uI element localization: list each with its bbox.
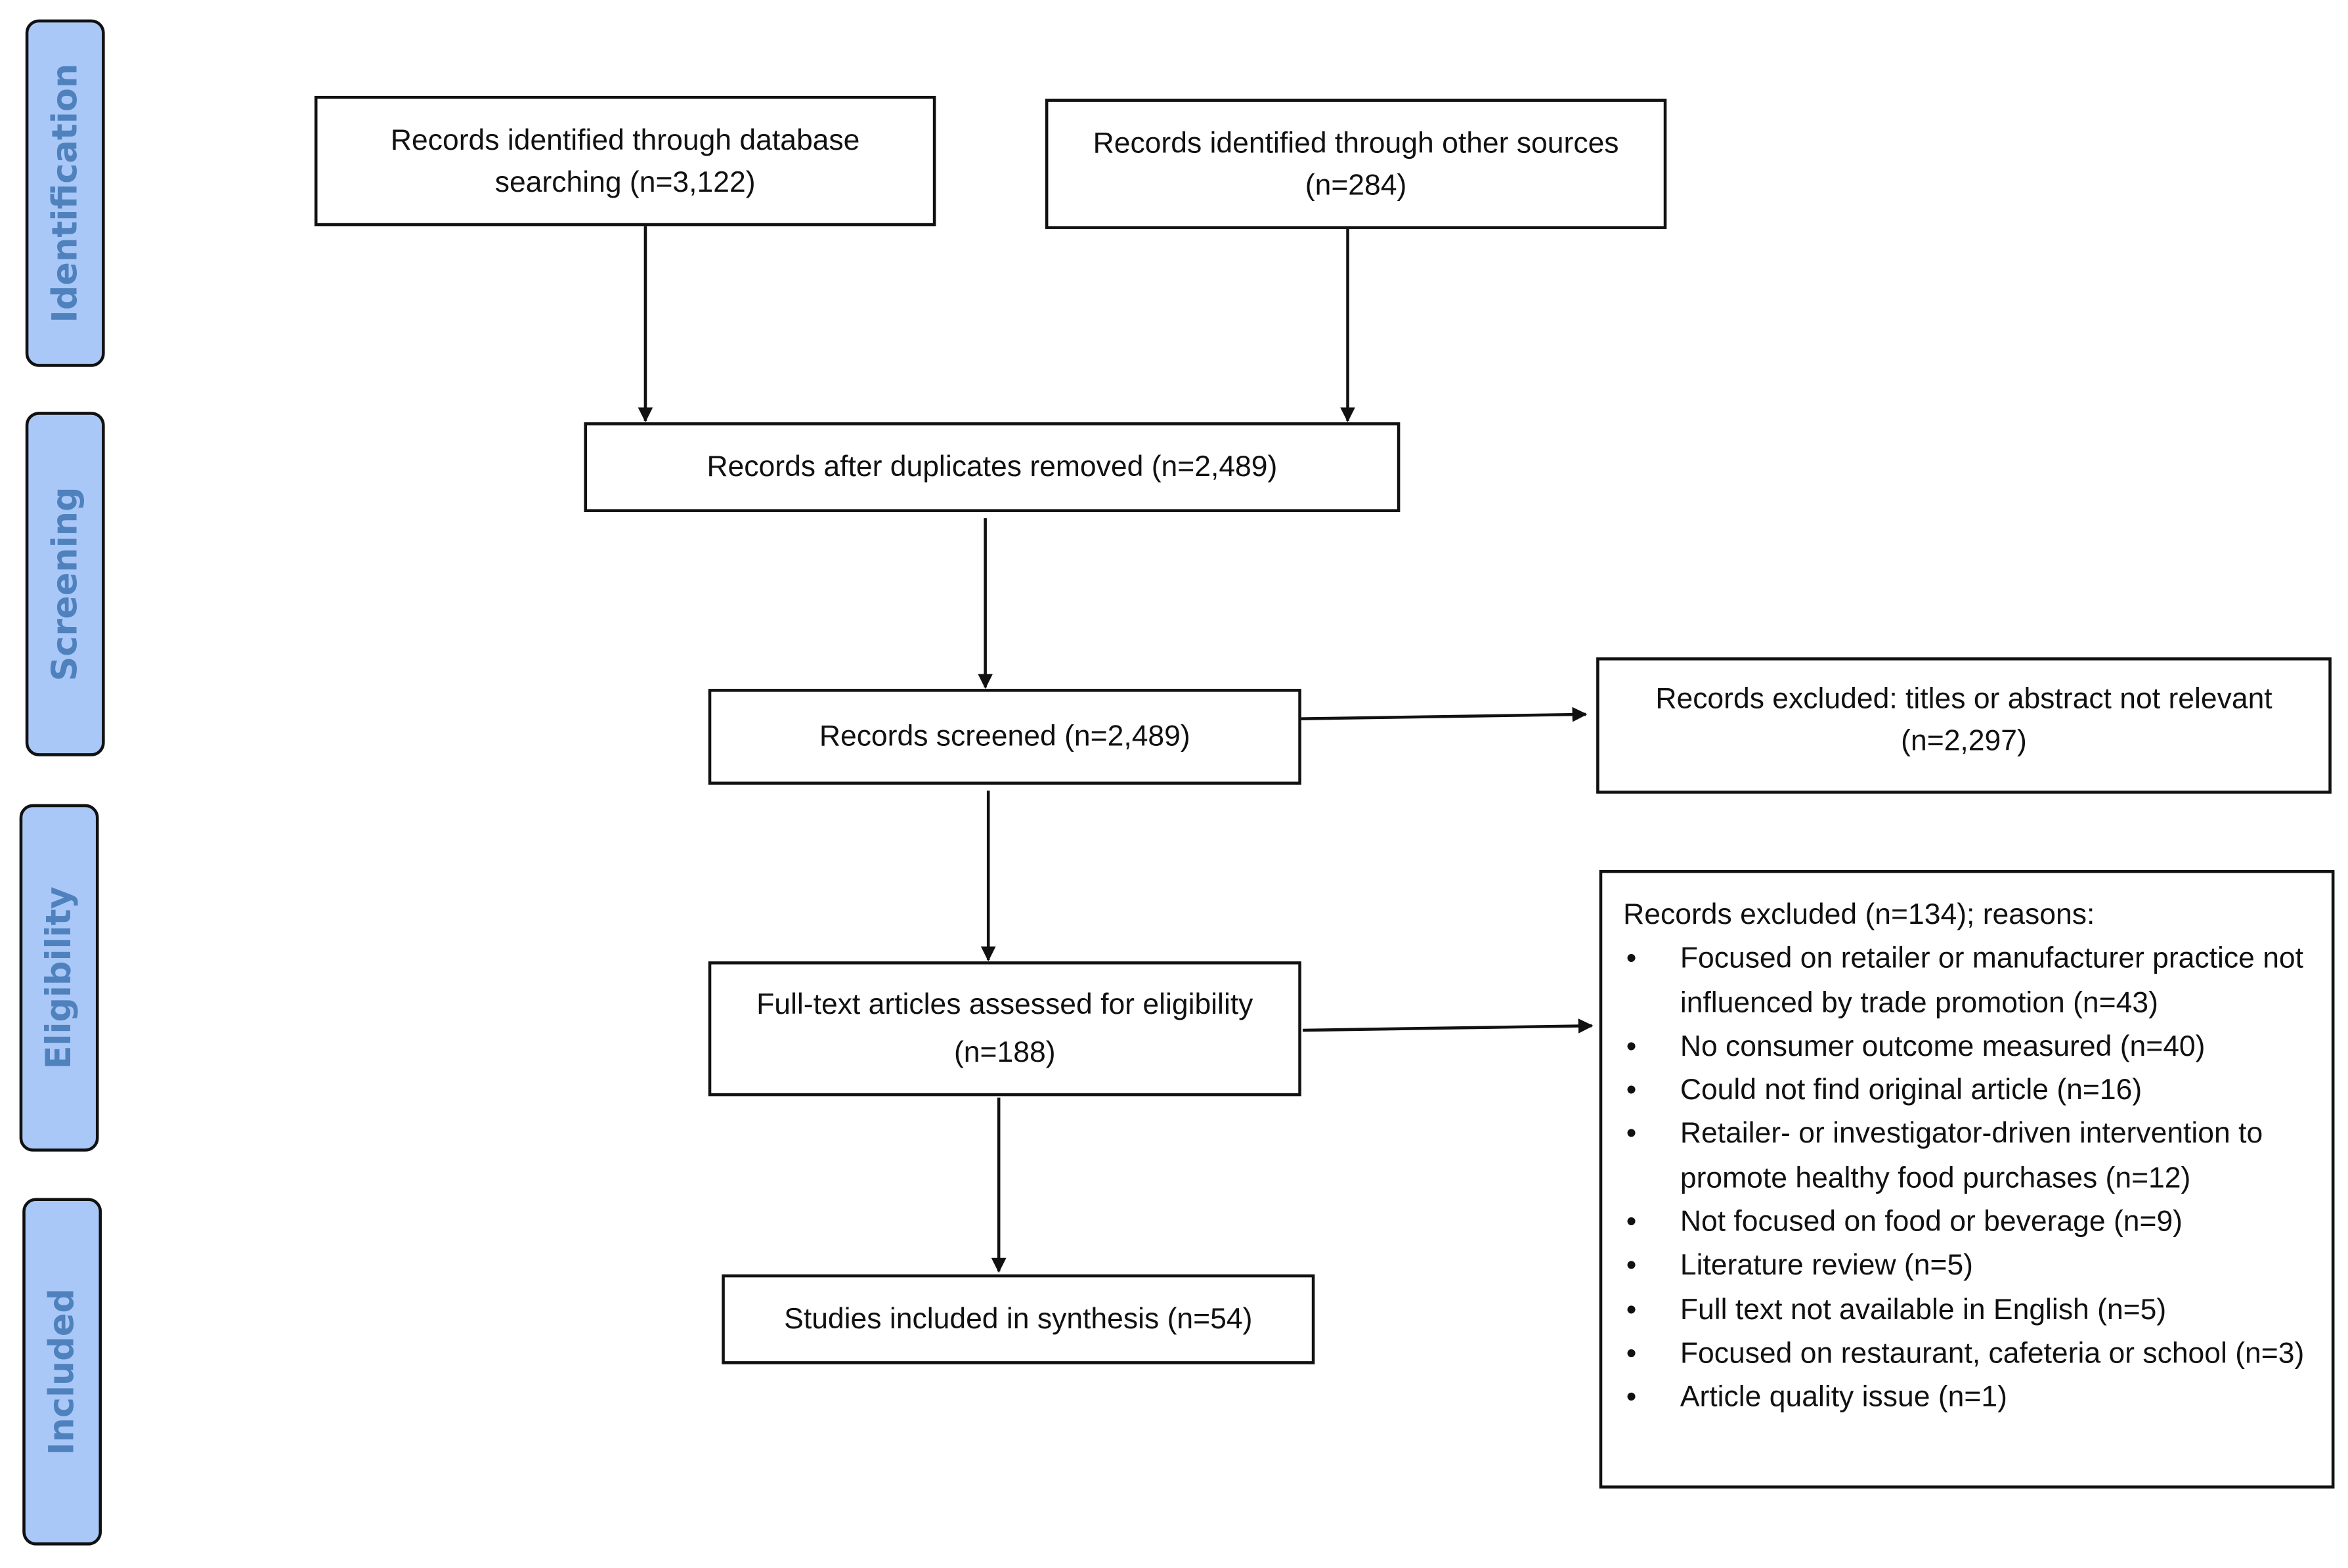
list-item: Focused on retailer or manufacturer prac…	[1623, 938, 2311, 1026]
box-duplicates-removed: Records after duplicates removed (n=2,48…	[584, 422, 1401, 512]
box-excluded-fulltext: Records excluded (n=134); reasons: Focus…	[1599, 870, 2335, 1489]
box-text: Records after duplicates removed (n=2,48…	[707, 450, 1278, 484]
arrow	[1299, 707, 1588, 722]
box-text: Records screened (n=2,489)	[819, 720, 1190, 754]
list-item: Literature review (n=5)	[1623, 1245, 2311, 1289]
list-item: Could not find original article (n=16)	[1623, 1070, 2311, 1114]
box-text: Full-text articles assessed for eligibil…	[756, 988, 1253, 1022]
list-item: Full text not available in English (n=5)	[1623, 1289, 2311, 1333]
box-text: (n=284)	[1305, 168, 1407, 202]
box-text: (n=188)	[953, 1036, 1056, 1070]
box-text: Records identified through database	[390, 123, 860, 157]
phase-screening: Screening	[25, 412, 105, 756]
box-fulltext-assessed: Full-text articles assessed for eligibil…	[708, 961, 1301, 1097]
list-item: Retailer- or investigator-driven interve…	[1623, 1114, 2311, 1202]
box-excluded-screening: Records excluded: titles or abstract not…	[1596, 657, 2332, 794]
box-text: Records identified through other sources	[1093, 126, 1619, 160]
box-studies-included: Studies included in synthesis (n=54)	[722, 1274, 1315, 1364]
phase-eligibility: Eligibility	[19, 804, 99, 1152]
box-database-records: Records identified through database sear…	[314, 95, 936, 227]
arrow	[1303, 1018, 1594, 1034]
list-item: Focused on restaurant, cafeteria or scho…	[1623, 1333, 2311, 1377]
list-item: No consumer outcome measured (n=40)	[1623, 1026, 2311, 1070]
box-text: Records excluded: titles or abstract not…	[1655, 682, 2272, 716]
box-text: Studies included in synthesis (n=54)	[784, 1303, 1253, 1336]
phase-identification: Identification	[25, 19, 105, 367]
phase-included: Included	[22, 1198, 102, 1546]
exclusion-heading: Records excluded (n=134); reasons:	[1623, 898, 2095, 932]
exclusion-reasons: Focused on retailer or manufacturer prac…	[1623, 938, 2311, 1421]
box-text: (n=2,297)	[1901, 724, 2027, 758]
box-records-screened: Records screened (n=2,489)	[708, 689, 1301, 785]
list-item: Article quality issue (n=1)	[1623, 1376, 2311, 1420]
list-item: Not focused on food or beverage (n=9)	[1623, 1201, 2311, 1245]
box-other-sources: Records identified through other sources…	[1045, 98, 1667, 229]
box-text: searching (n=3,122)	[494, 165, 756, 199]
